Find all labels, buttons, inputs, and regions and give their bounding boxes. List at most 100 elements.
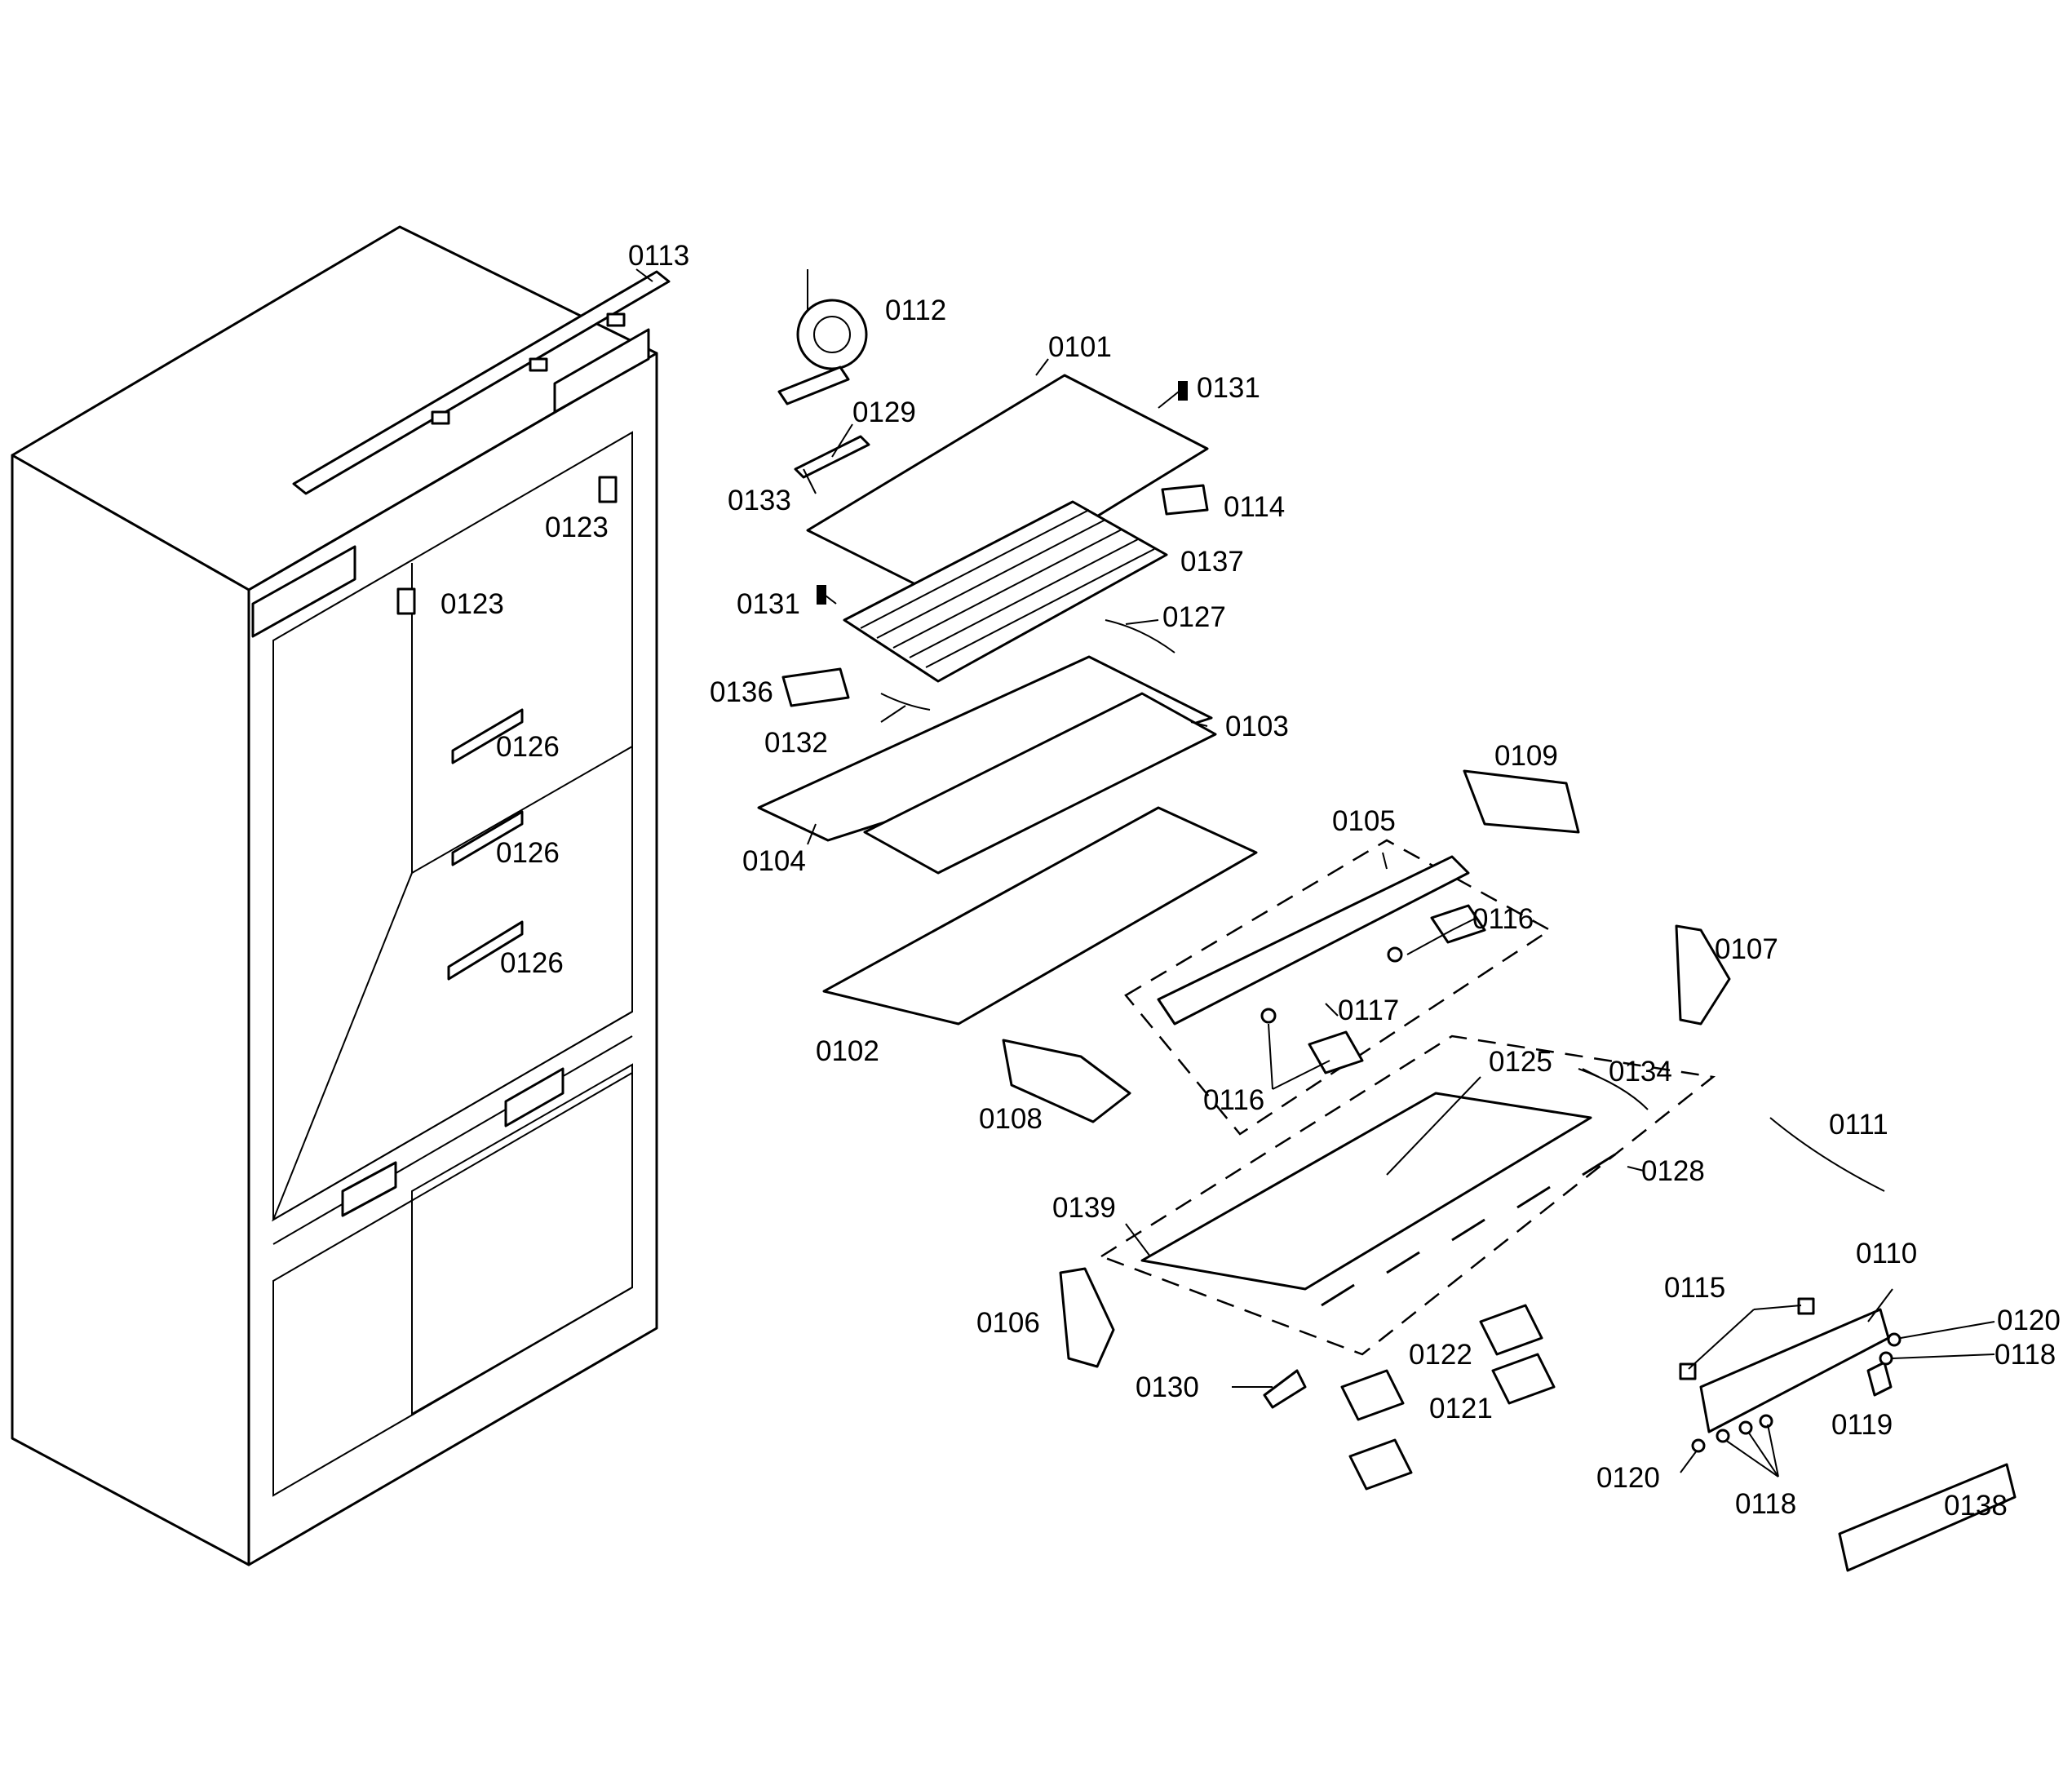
knob-0120-left [1691, 1438, 1706, 1453]
front-trim-upper [251, 545, 356, 638]
callout-0117: 0117 [1338, 995, 1399, 1026]
knob-0118 [1716, 1429, 1730, 1443]
bracket-0106 [1059, 1267, 1115, 1368]
wire-0127 [1105, 619, 1175, 653]
callout-0103: 0103 [1225, 711, 1289, 742]
callout-0108: 0108 [979, 1103, 1043, 1135]
clip-0123-upper [598, 476, 618, 503]
vent-slot [1516, 1185, 1551, 1209]
refrigerator-cabinet [11, 225, 671, 1566]
evaporator-coil [843, 500, 1168, 683]
button-0115-lower [1679, 1362, 1697, 1380]
callout-0109: 0109 [1494, 740, 1558, 772]
top-frame-clip [431, 410, 450, 425]
coil-fins [860, 509, 1155, 668]
callout-0120-right: 0120 [1997, 1305, 2061, 1336]
control-housing-group [1002, 769, 1885, 1491]
vent-slot [1582, 1153, 1616, 1176]
callout-0129: 0129 [852, 397, 916, 428]
front-bracket-right [504, 1067, 564, 1128]
knob-0118 [1759, 1414, 1773, 1429]
lower-compartment-interior [411, 1063, 633, 1415]
vent-slot [1321, 1283, 1355, 1307]
control-panel-group [1679, 1297, 2017, 1572]
pad-0121-b [1348, 1438, 1413, 1491]
callout-0102: 0102 [816, 1035, 879, 1067]
mount-0116-lower [1308, 1030, 1364, 1074]
screw-0131-lower [817, 585, 826, 605]
pad-0121-a [1340, 1369, 1405, 1421]
callout-0126-middle: 0126 [496, 837, 560, 869]
callout-0106: 0106 [976, 1307, 1040, 1339]
bracket-0107 [1675, 924, 1731, 1026]
callout-0125: 0125 [1489, 1046, 1552, 1078]
callout-0123-lower: 0123 [441, 588, 504, 620]
drain-pan-grid [863, 692, 1217, 875]
cabinet-side [11, 454, 250, 1566]
callout-0131-lower: 0131 [737, 588, 800, 620]
upper-compartment-floor [271, 745, 633, 1222]
callout-0118-right: 0118 [1995, 1339, 2056, 1371]
control-housing-0139 [1140, 1092, 1592, 1291]
evaporator-assembly [757, 269, 1258, 1026]
vent-slot [1386, 1251, 1420, 1274]
part-0114 [1161, 484, 1209, 516]
callout-0126-bottom: 0126 [500, 947, 564, 979]
callout-0132: 0132 [764, 727, 828, 759]
callout-0107: 0107 [1715, 933, 1778, 965]
pad-0122-a [1479, 1304, 1543, 1356]
divider-rail [272, 1035, 633, 1245]
callout-0126-top: 0126 [496, 731, 560, 763]
leader-lines [635, 268, 1995, 1478]
callout-labels: 0101 0102 0103 0104 0105 0106 0107 0108 … [441, 240, 2061, 1522]
fan-hub [813, 316, 851, 353]
wire-0111 [1769, 1117, 1885, 1192]
group-outline-lower [1099, 1034, 1716, 1356]
top-frame-bar [292, 270, 671, 495]
callout-0120-left: 0120 [1596, 1462, 1660, 1494]
front-bracket-left [341, 1161, 397, 1217]
nut-0116 [1387, 946, 1403, 963]
knob-0118-right [1879, 1351, 1893, 1366]
callout-0130: 0130 [1136, 1371, 1199, 1403]
callout-0111: 0111 [1829, 1109, 1888, 1141]
callout-0136: 0136 [710, 676, 773, 708]
bracket-0109 [1463, 769, 1580, 834]
part-0136 [781, 667, 850, 707]
bracket-0108 [1002, 1039, 1131, 1123]
clip-0123-lower [396, 587, 416, 615]
top-frame-clip [529, 357, 548, 372]
knob-0118 [1738, 1420, 1753, 1435]
wire-0132 [880, 693, 931, 711]
decal-0138 [1838, 1463, 2017, 1572]
fan-motor [796, 299, 868, 370]
callout-0104: 0104 [742, 845, 806, 877]
shelf-support-1 [451, 708, 524, 764]
top-frame-clip [606, 312, 626, 327]
callout-0121: 0121 [1429, 1393, 1493, 1424]
wire-0134 [1578, 1068, 1649, 1110]
callout-0122: 0122 [1409, 1339, 1472, 1371]
callout-0133: 0133 [728, 485, 791, 516]
callout-0116-upper: 0116 [1472, 903, 1534, 935]
evaporator-cover [806, 374, 1209, 605]
part-0130 [1263, 1369, 1307, 1409]
vent-slot [1451, 1218, 1485, 1242]
pad-0122-b [1491, 1353, 1556, 1405]
fan-bracket [777, 366, 850, 405]
callout-0128: 0128 [1641, 1155, 1705, 1187]
callout-0114: 0114 [1224, 491, 1285, 523]
callout-0138: 0138 [1944, 1490, 2008, 1522]
shelf-support-3 [447, 920, 524, 981]
part-0119 [1866, 1361, 1893, 1397]
callout-0105: 0105 [1332, 805, 1396, 837]
callout-0134: 0134 [1609, 1056, 1672, 1088]
group-outline-upper [1124, 839, 1552, 1136]
callout-0137: 0137 [1180, 546, 1244, 578]
knob-0120-right [1887, 1332, 1902, 1347]
callout-0116-lower: 0116 [1203, 1084, 1264, 1116]
callout-0131-upper: 0131 [1197, 372, 1260, 404]
callout-0113: 0113 [628, 240, 689, 272]
